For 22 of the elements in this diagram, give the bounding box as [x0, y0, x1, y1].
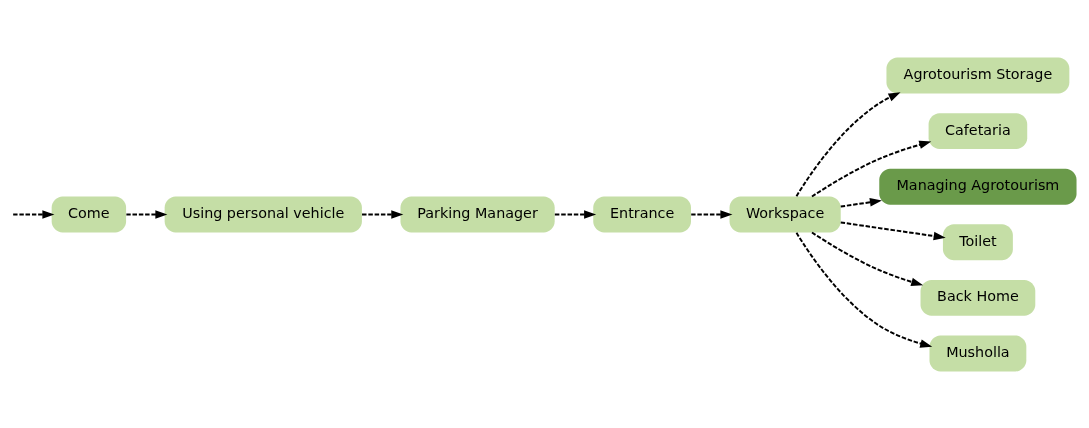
arrow: [839, 197, 882, 208]
node-box: Workspace: [729, 196, 841, 232]
node-box: Musholla: [929, 335, 1027, 371]
arrow: [839, 220, 946, 240]
node-box: Using personal vehicle: [164, 196, 362, 232]
node-box: Come: [51, 196, 127, 232]
arrow: [12, 209, 55, 219]
node-box: Managing Agrotourism: [879, 168, 1077, 205]
node-box: Toilet: [942, 223, 1013, 260]
arrow: [361, 209, 404, 219]
arrow: [125, 209, 168, 219]
arrow: [553, 209, 597, 219]
node-box: Agrotourism Storage: [886, 57, 1070, 93]
arrow: [690, 209, 733, 219]
node-box: Cafetaria: [928, 112, 1028, 149]
node-box: Parking Manager: [400, 196, 555, 232]
node-box: Back Home: [920, 279, 1036, 316]
arrow: [795, 91, 901, 197]
arrow: [811, 231, 924, 286]
node-box: Entrance: [593, 196, 691, 232]
arrow: [811, 140, 932, 197]
arrow: [795, 231, 933, 348]
